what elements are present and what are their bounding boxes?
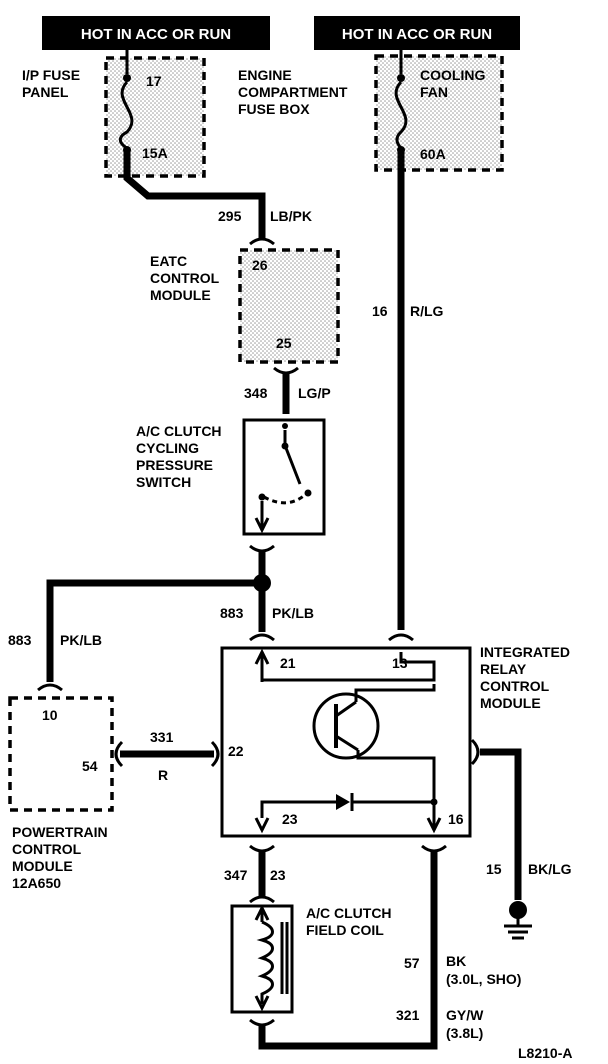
wire-295-color: LB/PK <box>270 208 312 224</box>
wire-347-pin: 23 <box>270 867 286 883</box>
eatc-title-3: MODULE <box>150 287 211 303</box>
connector-coil-top <box>249 895 275 904</box>
wire-883-left-circuit: 883 <box>8 632 32 648</box>
fuse-terminal-top <box>123 74 131 82</box>
wire-57-321 <box>258 850 438 1050</box>
header-left: HOT IN ACC OR RUN <box>42 16 270 50</box>
cooling-fan-label-2: FAN <box>420 84 448 100</box>
wire-16-circuit: 16 <box>372 303 388 319</box>
connector-irc-22 <box>210 740 220 768</box>
wire-295 <box>123 152 266 238</box>
ip-fuse-rating: 15A <box>142 145 168 161</box>
switch-arrow-icon <box>254 517 270 534</box>
ip-fuse-title-2: PANEL <box>22 84 69 100</box>
wire-295-circuit: 295 <box>218 208 242 224</box>
pin16-arrow-icon <box>426 817 442 834</box>
eatc-title-2: CONTROL <box>150 270 220 286</box>
coil-arrow-icon <box>254 995 270 1012</box>
irc-pin-22: 22 <box>228 743 244 759</box>
eatc-control-module: 26 25 <box>238 248 340 364</box>
irc-title-2: RELAY <box>480 661 527 677</box>
switch-contact-icon <box>284 447 302 485</box>
fan-fuse-terminal-top <box>397 74 405 82</box>
header-right-text: HOT IN ACC OR RUN <box>342 26 492 43</box>
pcm-title-4: 12A650 <box>12 875 61 891</box>
irc-pin-21: 21 <box>280 655 296 671</box>
eatc-pin-25: 25 <box>276 335 292 351</box>
pcm-title-3: MODULE <box>12 858 73 874</box>
wire-883-left-color: PK/LB <box>60 632 102 648</box>
wire-15-circuit: 15 <box>486 861 502 877</box>
connector-pcm-54 <box>114 740 124 768</box>
header-left-text: HOT IN ACC OR RUN <box>81 26 231 43</box>
wire-321-circuit: 321 <box>396 1007 420 1023</box>
pcm-title-1: POWERTRAIN <box>12 824 108 840</box>
irc-title-4: MODULE <box>480 695 541 711</box>
connector-irc-21 <box>249 633 275 642</box>
eatc-pin-26: 26 <box>252 257 268 273</box>
ip-fuse-title-1: I/P FUSE <box>22 67 80 83</box>
coil-winding-icon <box>256 920 274 1004</box>
wire-57-color: BK <box>446 953 466 969</box>
fuse-element-icon <box>118 80 134 150</box>
pin21-arrow-icon <box>254 648 270 665</box>
connector-eatc-26 <box>249 237 275 246</box>
cooling-fan-label-1: COOLING <box>420 67 485 83</box>
wire-883-left <box>46 579 262 682</box>
eatc-title-1: EATC <box>150 253 187 269</box>
wire-883-center-color: PK/LB <box>272 605 314 621</box>
pcm-pin-10: 10 <box>42 707 58 723</box>
pcm-title-2: CONTROL <box>12 841 82 857</box>
switch-title-1: A/C CLUTCH <box>136 423 222 439</box>
ip-fuse-panel: 17 15A <box>104 50 206 178</box>
ip-fuse-number: 17 <box>146 73 162 89</box>
switch-title-4: SWITCH <box>136 474 191 490</box>
coil-title-2: FIELD COIL <box>306 922 384 938</box>
cycling-pressure-switch <box>242 418 326 536</box>
pin23-arrow-icon <box>254 817 270 834</box>
wire-347-circuit: 347 <box>224 867 248 883</box>
connector-irc-ground <box>470 738 480 766</box>
fan-fuse-rating: 60A <box>420 146 446 162</box>
wire-348-circuit: 348 <box>244 385 268 401</box>
wire-331-color: R <box>158 767 168 783</box>
irc-pin-16: 16 <box>448 811 464 827</box>
engine-fuse-box: COOLING FAN 60A <box>374 50 504 172</box>
coil-title-1: A/C CLUTCH <box>306 905 392 921</box>
wire-57-note: (3.0L, SHO) <box>446 971 521 987</box>
figure-id: L8210-A <box>518 1045 572 1061</box>
wire-16-color: R/LG <box>410 303 444 319</box>
irc-title-3: CONTROL <box>480 678 550 694</box>
fan-fuse-element-icon <box>394 80 408 150</box>
header-right: HOT IN ACC OR RUN <box>314 16 520 50</box>
wire-883-center-circuit: 883 <box>220 605 244 621</box>
wire-321-note: (3.8L) <box>446 1025 483 1041</box>
wire-331-circuit: 331 <box>150 729 174 745</box>
wire-15-color: BK/LG <box>528 861 572 877</box>
wire-348-color: LG/P <box>298 385 331 401</box>
connector-irc-13 <box>388 633 414 642</box>
irc-title-1: INTEGRATED <box>480 644 570 660</box>
switch-title-3: PRESSURE <box>136 457 213 473</box>
integrated-relay-control-module: 21 13 22 23 16 <box>220 646 472 838</box>
wire-321-color: GY/W <box>446 1007 484 1023</box>
wire-57-circuit: 57 <box>404 955 420 971</box>
diode-icon <box>336 794 350 810</box>
ac-clutch-field-coil <box>230 904 294 1014</box>
ground-icon <box>504 901 532 940</box>
irc-pin-23: 23 <box>282 811 298 827</box>
pcm-pin-54: 54 <box>82 758 98 774</box>
switch-title-2: CYCLING <box>136 440 199 456</box>
engine-fuse-title-1: ENGINE <box>238 67 292 83</box>
wire-15 <box>480 748 522 900</box>
transistor-icon <box>312 692 380 760</box>
powertrain-control-module: 10 54 <box>8 696 114 812</box>
connector-pcm-10 <box>37 683 63 692</box>
engine-fuse-title-2: COMPARTMENT <box>238 84 348 100</box>
engine-fuse-title-3: FUSE BOX <box>238 101 310 117</box>
